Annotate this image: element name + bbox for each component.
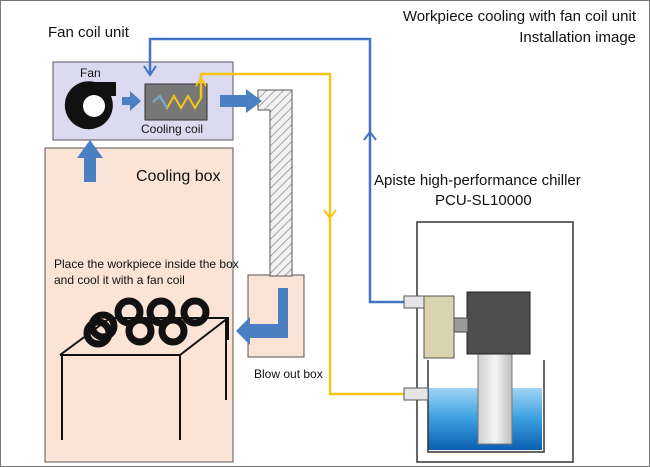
coil-zigzag-cold [152,94,168,109]
cooling-coil-label: Cooling coil [141,122,204,136]
return-port [403,295,425,309]
air-duct [257,89,293,277]
chiller-motor [466,291,531,355]
cooling-coil [144,83,208,121]
fan-label: Fan [80,66,101,80]
fan-icon [64,81,116,130]
supply-pipe-arrow-up [195,76,207,87]
diagram-title-line1: Workpiece cooling with fan coil unit [402,8,636,25]
supply-port [403,387,429,401]
workpiece-note-line1: Place the workpiece inside the box [54,257,239,271]
heater-rod [477,351,513,445]
chiller-label-line1: Apiste high-performance chiller [374,172,581,189]
water-tank [427,360,545,453]
chiller-pump [423,295,455,359]
workpiece-note-line2: and cool it with a fan coil [54,273,185,287]
air-arrow-coil-to-duct [220,89,262,113]
supply-pipe [199,72,406,396]
return-pipe [148,37,406,304]
air-arrow-fan-to-coil [122,91,141,111]
return-pipe-arrow-up [363,130,377,141]
workpieces [83,297,210,348]
diagram-title-line2: Installation image [519,29,636,46]
air-arrow-blowout [236,288,288,345]
return-pipe-arrow-down [143,65,157,77]
cooling-box-label: Cooling box [136,168,221,185]
supply-pipe-arrow-down [323,209,337,220]
chiller-label-line2: PCU-SL10000 [435,192,532,209]
air-arrow-box-to-fan [77,140,103,182]
fan-coil-unit-label: Fan coil unit [48,24,129,41]
blow-out-box [247,274,305,358]
blow-out-box-label: Blow out box [254,367,323,381]
